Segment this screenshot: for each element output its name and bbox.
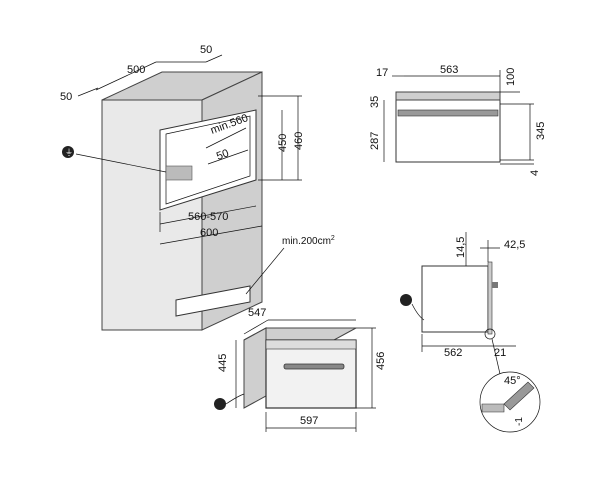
dim-35: 35 (369, 96, 381, 108)
cabinet-niche-inner (165, 115, 251, 205)
dim-456: 456 (375, 352, 387, 370)
oven-front (265, 339, 357, 409)
oven-control-strip (265, 339, 357, 350)
side-view-bottom: 14,5 42,5 562 21 45° -1 (400, 232, 541, 433)
dim-500: 500 (127, 64, 145, 76)
dim-50-left: 50 (60, 91, 72, 103)
side-bottom-handle (492, 282, 498, 288)
dim-562: 562 (444, 347, 462, 359)
plug-icon-cabinet (62, 146, 74, 158)
detail-door-edge (503, 381, 535, 411)
dim-560-570: 560-570 (188, 211, 228, 223)
detail-zoom (479, 371, 541, 433)
dim-563: 563 (440, 64, 458, 76)
dim-14-5: 14,5 (455, 237, 467, 258)
cabinet-drawing (101, 71, 263, 331)
dim-445: 445 (217, 354, 229, 372)
oven-side (243, 327, 267, 409)
side-top-frame (395, 91, 501, 101)
dim-minus-1: -1 (514, 417, 525, 426)
oven-drawing: 547 445 456 597 (214, 307, 387, 432)
detail-marker (484, 328, 496, 340)
dim-547: 547 (248, 307, 266, 319)
dim-50-gap: 50 (215, 147, 231, 162)
side-view-top: 17 563 100 35 287 345 4 (369, 64, 547, 176)
dim-600: 600 (200, 227, 218, 239)
dim-21: 21 (494, 347, 506, 359)
side-bottom-body (421, 265, 489, 333)
dim-460: 460 (293, 132, 305, 150)
dim-17: 17 (376, 67, 388, 79)
plug-icon-oven (214, 398, 226, 410)
cabinet-vent-slot (175, 285, 251, 317)
dim-angle-45: 45° (504, 375, 521, 387)
cabinet-dimensions: 500 50 50 min.560 50 450 460 560-570 600… (60, 44, 335, 295)
dim-597: 597 (300, 415, 318, 427)
svg-text:⏚: ⏚ (65, 148, 73, 157)
niche-socket-area (165, 165, 193, 181)
dim-50-top: 50 (200, 44, 212, 56)
dim-vent-area: min.200cm2 (282, 235, 335, 247)
side-bottom-front (487, 261, 493, 335)
detail-floor (481, 403, 505, 413)
dim-42-5: 42,5 (504, 239, 525, 251)
dim-450: 450 (277, 134, 289, 152)
dim-4: 4 (529, 170, 541, 176)
side-top-door (397, 109, 499, 117)
oven-handle (283, 363, 345, 370)
dim-100: 100 (505, 68, 517, 86)
plug-icon-side (400, 294, 412, 306)
dim-287: 287 (369, 132, 381, 150)
side-top-body (395, 91, 501, 163)
dim-345: 345 (535, 122, 547, 140)
